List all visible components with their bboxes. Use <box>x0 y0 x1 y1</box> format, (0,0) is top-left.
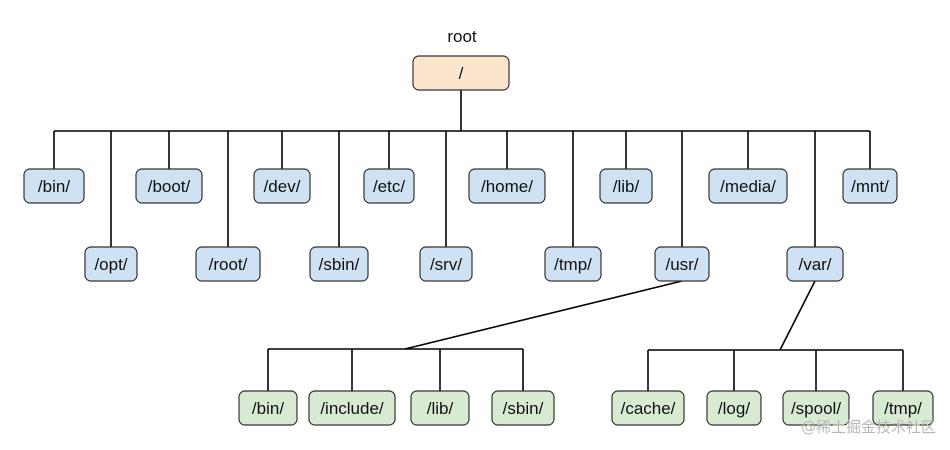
dir-node-opt-label: /opt/ <box>94 255 127 274</box>
dir-node-usr-label: /usr/ <box>665 255 698 274</box>
dir-node-usr-include: /include/ <box>308 390 396 426</box>
dir-node-var-log-box <box>706 390 762 426</box>
dir-node-mnt: /mnt/ <box>842 168 898 204</box>
dir-node-var-log: /log/ <box>706 390 762 426</box>
dir-node-tmp-box <box>544 246 602 282</box>
root-node: / <box>412 55 510 91</box>
dir-node-usr-bin-box <box>238 390 298 426</box>
root-node-box <box>412 55 510 91</box>
dir-node-usr-sbin-label: /sbin/ <box>503 399 544 418</box>
dir-node-usr-lib-box <box>410 390 470 426</box>
dir-node-lib-box <box>599 168 653 204</box>
dir-node-var-tmp: /tmp/ <box>872 390 934 426</box>
dir-node-lib-label: /lib/ <box>613 177 640 196</box>
dir-node-sbin: /sbin/ <box>309 246 369 282</box>
dir-node-root: /root/ <box>195 246 261 282</box>
dir-node-tmp: /tmp/ <box>544 246 602 282</box>
dir-node-usr: /usr/ <box>654 246 710 282</box>
dir-node-var-box <box>786 246 844 282</box>
dir-node-etc-label: /etc/ <box>373 177 405 196</box>
edge-usr-to-bus <box>404 280 683 350</box>
dir-node-tmp-label: /tmp/ <box>554 255 592 274</box>
dir-node-media: /media/ <box>708 168 788 204</box>
dir-node-sbin-box <box>309 246 369 282</box>
dir-node-usr-box <box>654 246 710 282</box>
dir-node-boot: /boot/ <box>135 168 203 204</box>
dir-node-srv-label: /srv/ <box>430 255 462 274</box>
dir-node-var-cache-box <box>611 390 685 426</box>
dir-node-var-cache-label: /cache/ <box>621 399 676 418</box>
edge-var-to-bus <box>779 280 816 351</box>
dir-node-root-label: /root/ <box>209 255 248 274</box>
dir-node-sbin-label: /sbin/ <box>319 255 360 274</box>
dir-node-mnt-box <box>842 168 898 204</box>
dir-node-usr-bin-label: /bin/ <box>252 399 284 418</box>
dir-node-var-label: /var/ <box>798 255 831 274</box>
dir-node-bin-label: /bin/ <box>38 177 70 196</box>
tree-edges <box>53 90 904 391</box>
dir-node-usr-include-label: /include/ <box>320 399 384 418</box>
dir-node-mnt-label: /mnt/ <box>851 177 889 196</box>
dir-node-var-spool-label: /spool/ <box>791 399 841 418</box>
dir-node-var-tmp-box <box>872 390 934 426</box>
dir-node-var-spool: /spool/ <box>782 390 850 426</box>
dir-node-var-log-label: /log/ <box>718 399 750 418</box>
dir-node-root-box <box>195 246 261 282</box>
dir-node-srv: /srv/ <box>419 246 473 282</box>
dir-node-opt-box <box>84 246 138 282</box>
dir-node-media-box <box>708 168 788 204</box>
dir-node-dev: /dev/ <box>253 168 311 204</box>
dir-node-var-spool-box <box>782 390 850 426</box>
root-caption: root <box>447 27 477 46</box>
dir-node-boot-label: /boot/ <box>148 177 191 196</box>
dir-node-bin-box <box>23 168 85 204</box>
dir-node-usr-lib: /lib/ <box>410 390 470 426</box>
dir-node-boot-box <box>135 168 203 204</box>
dir-node-media-label: /media/ <box>720 177 776 196</box>
dir-node-var-cache: /cache/ <box>611 390 685 426</box>
dir-node-var-tmp-label: /tmp/ <box>884 399 922 418</box>
dir-node-etc: /etc/ <box>363 168 415 204</box>
dir-node-var: /var/ <box>786 246 844 282</box>
dir-node-usr-include-box <box>308 390 396 426</box>
dir-node-usr-sbin: /sbin/ <box>491 390 555 426</box>
watermark: @稀土掘金技术社区 <box>801 418 936 436</box>
dir-node-bin: /bin/ <box>23 168 85 204</box>
dir-node-dev-box <box>253 168 311 204</box>
dir-node-etc-box <box>363 168 415 204</box>
tree-nodes: / /bin/ /opt/ /boot/ /root/ /dev/ /sbin/ /etc/ /… <box>23 55 934 426</box>
dir-node-usr-bin: /bin/ <box>238 390 298 426</box>
root-node-label: / <box>459 64 464 83</box>
dir-node-opt: /opt/ <box>84 246 138 282</box>
dir-node-home-label: /home/ <box>481 177 533 196</box>
dir-node-home: /home/ <box>468 168 546 204</box>
dir-node-usr-lib-label: /lib/ <box>427 399 454 418</box>
dir-node-lib: /lib/ <box>599 168 653 204</box>
dir-node-srv-box <box>419 246 473 282</box>
dir-node-home-box <box>468 168 546 204</box>
dir-node-dev-label: /dev/ <box>264 177 301 196</box>
dir-node-usr-sbin-box <box>491 390 555 426</box>
